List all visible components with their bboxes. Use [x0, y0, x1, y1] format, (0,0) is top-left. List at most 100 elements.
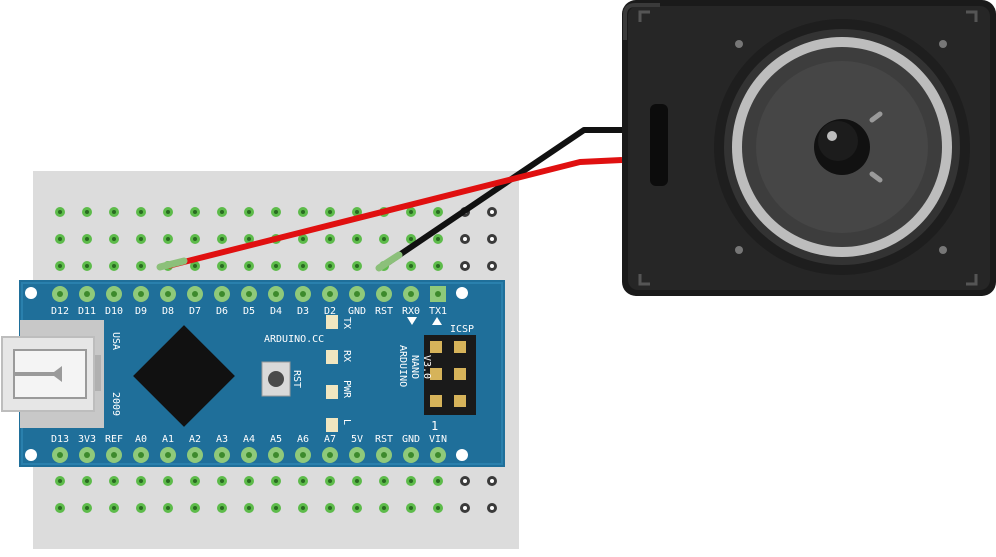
breadboard-hole-center	[490, 506, 494, 510]
breadboard-hole-center	[355, 479, 359, 483]
wires	[156, 127, 623, 272]
header-pin-center	[138, 291, 144, 297]
breadboard-hole-center	[463, 264, 467, 268]
bottom-pin-label: A3	[216, 434, 228, 445]
breadboard-hole-center	[355, 210, 359, 214]
breadboard-hole-center	[382, 237, 386, 241]
breadboard-hole-center	[328, 264, 332, 268]
breadboard-hole-center	[220, 479, 224, 483]
breadboard-hole-center	[274, 506, 278, 510]
breadboard-hole-center	[436, 479, 440, 483]
breadboard-hole-center	[85, 237, 89, 241]
top-pin-label: D2	[324, 306, 336, 317]
breadboard-hole-center	[301, 237, 305, 241]
breadboard-hole-center	[58, 237, 62, 241]
usa-label: USA	[110, 332, 121, 350]
breadboard-hole-center	[355, 237, 359, 241]
breadboard-hole-center	[409, 264, 413, 268]
header-pin-center	[84, 452, 90, 458]
bottom-pin-label: D13	[51, 434, 69, 445]
breadboard-hole-center	[436, 264, 440, 268]
breadboard-hole-center	[301, 210, 305, 214]
header-pin-center	[246, 452, 252, 458]
top-pin-label: D10	[105, 306, 123, 317]
bottom-pin-label: A5	[270, 434, 282, 445]
model-line-3: V3.0	[421, 355, 432, 379]
model-line-2: NANO	[409, 355, 420, 379]
header-pin-center	[219, 452, 225, 458]
breadboard-hole-center	[85, 479, 89, 483]
breadboard-hole-center	[139, 210, 143, 214]
breadboard-hole-center	[58, 506, 62, 510]
top-pin-label: D6	[216, 306, 228, 317]
microcontroller-chip	[133, 325, 235, 427]
breadboard-hole-center	[139, 479, 143, 483]
breadboard-hole-center	[85, 264, 89, 268]
breadboard-hole-center	[112, 479, 116, 483]
speaker	[622, 0, 996, 296]
header-pin-center	[273, 452, 279, 458]
model-line-1: ARDUINO	[397, 345, 408, 387]
header-pin-center	[192, 291, 198, 297]
top-pin-label: D11	[78, 306, 96, 317]
breadboard-hole-center	[274, 264, 278, 268]
breadboard-hole-center	[436, 210, 440, 214]
breadboard-hole-center	[139, 237, 143, 241]
breadboard-hole-center	[328, 479, 332, 483]
breadboard-hole-center	[139, 264, 143, 268]
breadboard-hole-center	[301, 264, 305, 268]
breadboard-hole-center	[301, 506, 305, 510]
header-pin-center	[354, 291, 360, 297]
breadboard-hole-center	[355, 506, 359, 510]
icsp-header	[424, 335, 476, 415]
breadboard-hole-center	[274, 210, 278, 214]
breadboard-hole-center	[193, 479, 197, 483]
breadboard-hole-center	[490, 479, 494, 483]
header-pin-center	[408, 452, 414, 458]
breadboard-hole-center	[85, 506, 89, 510]
header-pin-center	[57, 291, 63, 297]
breadboard-hole-center	[463, 506, 467, 510]
breadboard-hole-center	[463, 237, 467, 241]
breadboard-hole-center	[247, 479, 251, 483]
header-pin-center	[111, 291, 117, 297]
reset-button[interactable]	[261, 361, 291, 397]
header-pin-center	[165, 452, 171, 458]
wire-red	[167, 157, 623, 269]
header-pin-center	[165, 291, 171, 297]
pin1-marker: 1	[431, 419, 438, 433]
breadboard-hole-center	[301, 479, 305, 483]
breadboard-hole-center	[409, 479, 413, 483]
breadboard-hole-center	[490, 210, 494, 214]
top-pin-label: D3	[297, 306, 309, 317]
breadboard-hole-center	[139, 506, 143, 510]
year-label: 2009	[110, 392, 121, 416]
breadboard-hole-center	[274, 479, 278, 483]
top-pin-label: D5	[243, 306, 255, 317]
led-label-tx: TX	[341, 317, 352, 329]
header-pin-center	[381, 291, 387, 297]
breadboard-hole-center	[355, 264, 359, 268]
breadboard-hole-center	[328, 210, 332, 214]
top-pin-label: D7	[189, 306, 201, 317]
breadboard-hole-center	[166, 237, 170, 241]
breadboard-hole-center	[247, 264, 251, 268]
top-pin-label: RX0	[402, 306, 420, 317]
breadboard-hole-center	[112, 237, 116, 241]
breadboard-hole-center	[490, 237, 494, 241]
top-pin-label: D8	[162, 306, 174, 317]
breadboard-hole-center	[436, 237, 440, 241]
header-pin-center	[246, 291, 252, 297]
nano-pin-holes	[52, 286, 446, 463]
breadboard-hole-center	[58, 479, 62, 483]
bottom-pin-label: A4	[243, 434, 255, 445]
led-label-l: L	[341, 419, 352, 425]
wire-black	[384, 127, 622, 267]
header-pin-center	[219, 291, 225, 297]
breadboard-hole-center	[166, 210, 170, 214]
breadboard-hole-center	[490, 264, 494, 268]
header-pin-center	[381, 452, 387, 458]
